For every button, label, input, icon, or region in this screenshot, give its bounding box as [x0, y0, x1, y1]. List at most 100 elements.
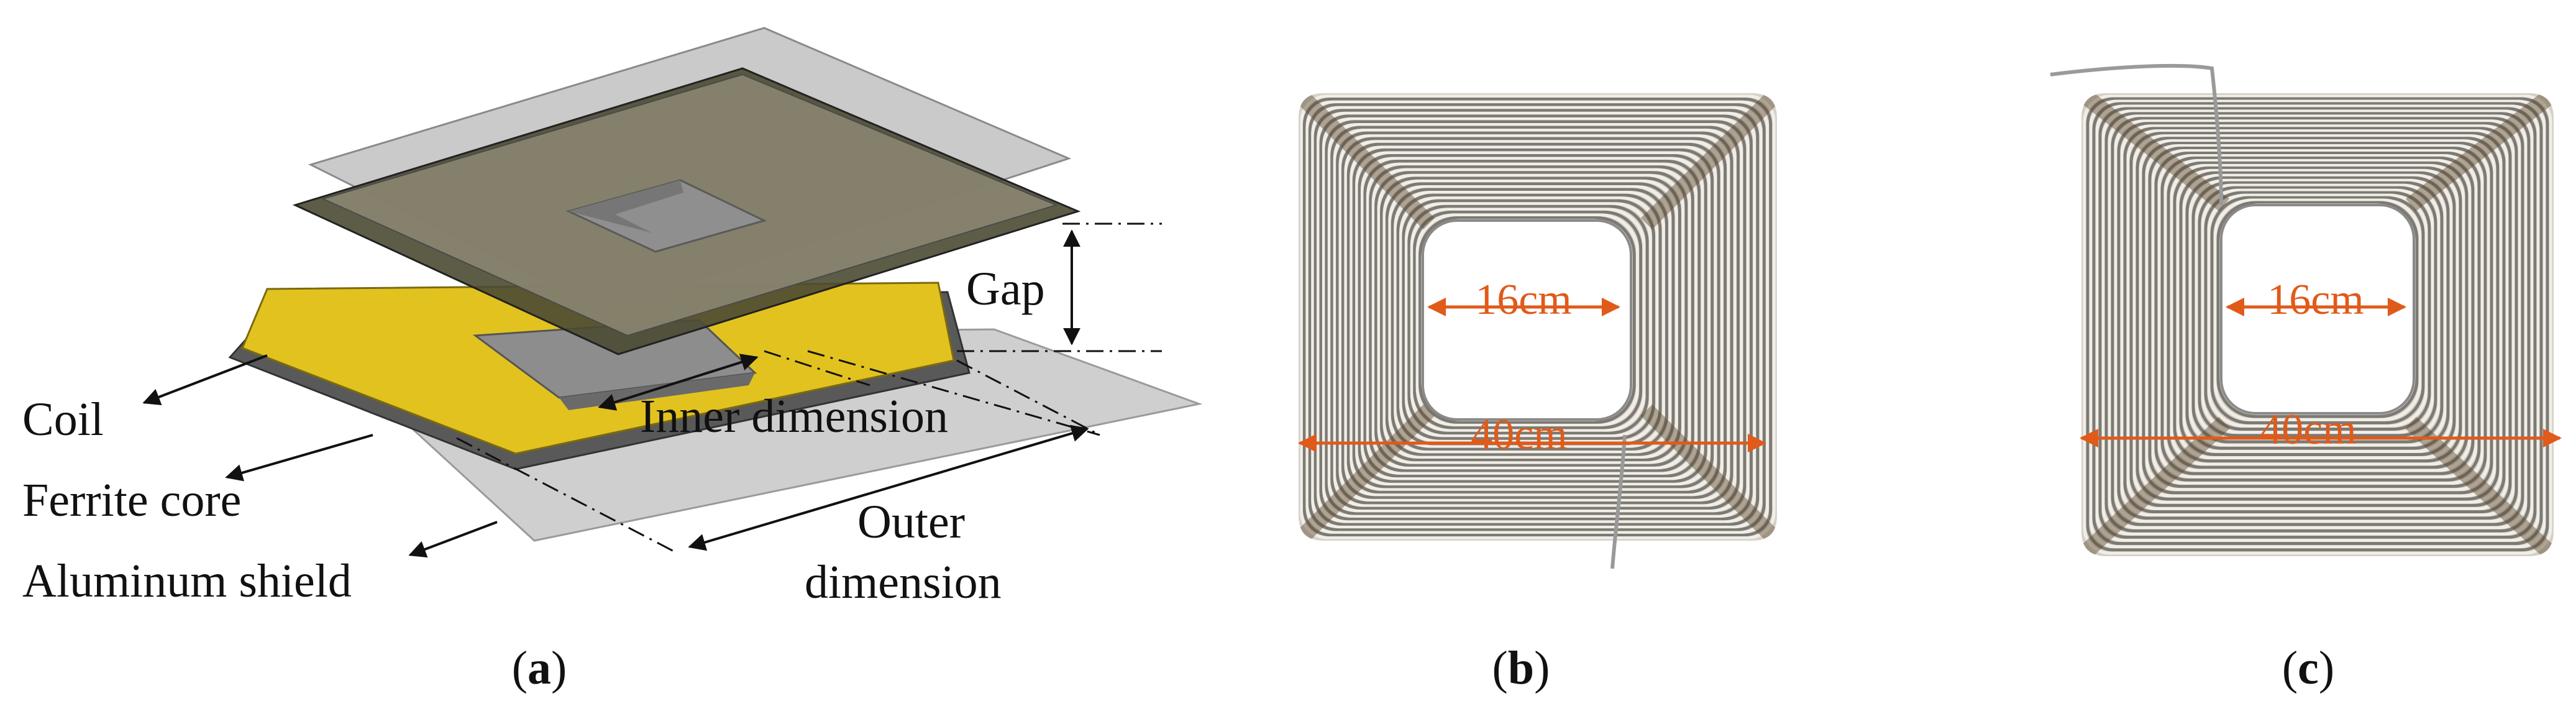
outer-dimension-value-c: 40cm [2260, 406, 2357, 454]
coil-winding [1355, 151, 1710, 486]
coil-winding [1325, 120, 1747, 515]
coil-winding [2213, 198, 2422, 421]
aluminum-leader-arrow [408, 521, 498, 558]
coil-winding [2104, 112, 2531, 533]
coil-winding [1322, 117, 1750, 518]
coil-winding [2163, 158, 2472, 472]
coil-winding [2132, 134, 2503, 504]
coil-winding [1361, 157, 1704, 480]
coil-winding [2123, 127, 2512, 514]
coil-winding [1377, 173, 1685, 464]
coil-winding [1308, 103, 1766, 531]
ferrite-leader-arrow [225, 434, 373, 482]
outer-dimension-label-line2: dimension [805, 556, 1002, 608]
coil-winding [2173, 166, 2462, 463]
inner-dimension-arrow [598, 354, 759, 411]
coil-winding [1366, 162, 1698, 475]
coil-winding [1311, 106, 1763, 529]
coil-winding [2151, 149, 2484, 485]
coil-winding [1327, 122, 1743, 513]
coil-winding [2083, 94, 2552, 555]
coil-winding [2114, 119, 2521, 523]
inner-dimension-label: Inner dimension [640, 390, 948, 442]
coil-winding [1382, 179, 1678, 459]
caption-c: (c) [2282, 642, 2334, 694]
coil-winding [2148, 147, 2487, 488]
coil-winding [1418, 216, 1636, 424]
coil-winding [1358, 153, 1707, 483]
caption-a: (a) [512, 642, 567, 694]
inner-dimension-value-b: 16cm [1475, 276, 1572, 324]
coil-winding [1350, 145, 1717, 491]
coil-winding [2157, 153, 2478, 479]
coil-winding [1300, 94, 1776, 539]
outer-dimension-label-line1: Outer [857, 496, 965, 548]
coil-leader-arrow [142, 354, 268, 406]
coil-winding [1369, 165, 1694, 472]
coil-winding [1336, 131, 1733, 505]
coil-winding [2154, 151, 2481, 482]
coil-winding [1302, 98, 1773, 537]
coil-photo-b [1299, 93, 1777, 541]
coil-winding [2135, 137, 2500, 501]
coil-winding [2139, 139, 2496, 498]
lead-wire-b [1610, 434, 1627, 569]
coil-winding [2170, 163, 2465, 466]
coil-label: Coil [22, 393, 104, 446]
coil-winding [1313, 109, 1760, 526]
coil-winding [1338, 134, 1730, 502]
coil-winding [2126, 129, 2509, 510]
lead-wire-c [2050, 63, 2223, 206]
coil-winding [2120, 124, 2515, 517]
coil-winding [2179, 171, 2456, 456]
coil-winding [2216, 201, 2419, 418]
coil-winding [1333, 129, 1737, 507]
coil-winding [1344, 140, 1724, 497]
coil-winding [2098, 107, 2537, 539]
panel-c: 16cm 40cm (c) [2050, 63, 2562, 694]
coil-inner-window-b [1422, 219, 1632, 421]
coil-winding [2111, 117, 2524, 526]
coil-winding [2160, 156, 2475, 475]
coil-winding [1410, 208, 1646, 432]
coil-winding [2101, 109, 2534, 536]
coil-winding [1413, 210, 1643, 429]
coil-winding [2182, 173, 2453, 453]
panel-a: Coil Ferrite core Aluminum shield Gap In… [22, 27, 1203, 694]
coil-winding [2210, 196, 2425, 424]
coil-winding [1374, 171, 1688, 467]
guide-lines [456, 222, 1162, 554]
coil-winding [1363, 160, 1701, 478]
coil-winding [2095, 104, 2540, 543]
coil-winding [1385, 182, 1675, 456]
coil-winding [2092, 102, 2543, 546]
coil-winding [1407, 204, 1649, 435]
coil-winding [1330, 126, 1740, 510]
outer-dimension-value-b: 40cm [1471, 411, 1568, 459]
coil-winding [2108, 114, 2528, 529]
panel-b: 16cm 40cm (b) [1298, 93, 1777, 694]
coil-winding [2129, 132, 2506, 507]
coil-winding [2086, 97, 2549, 552]
upper-inner-step [569, 180, 683, 233]
inner-dimension-value-c: 16cm [2267, 276, 2364, 324]
aluminum-shield-label: Aluminum shield [22, 555, 352, 607]
coil-winding [1305, 100, 1770, 534]
outer-dimension-arrow [688, 424, 1089, 551]
coil-winding [2089, 99, 2546, 549]
coil-winding [1380, 176, 1681, 462]
coil-winding [2167, 161, 2469, 469]
coil-winding [2176, 168, 2459, 460]
coil-winding [2207, 193, 2428, 428]
coil-winding [1319, 114, 1753, 521]
coil-winding [1341, 137, 1727, 499]
coil-winding [1371, 168, 1691, 470]
coil-winding [1415, 213, 1639, 427]
coil-winding [1346, 142, 1720, 494]
coil-winding [2185, 176, 2450, 450]
coil-winding [2142, 142, 2493, 495]
caption-b: (b) [1492, 642, 1550, 694]
coil-winding [2145, 144, 2490, 492]
coil-winding [1317, 111, 1756, 523]
